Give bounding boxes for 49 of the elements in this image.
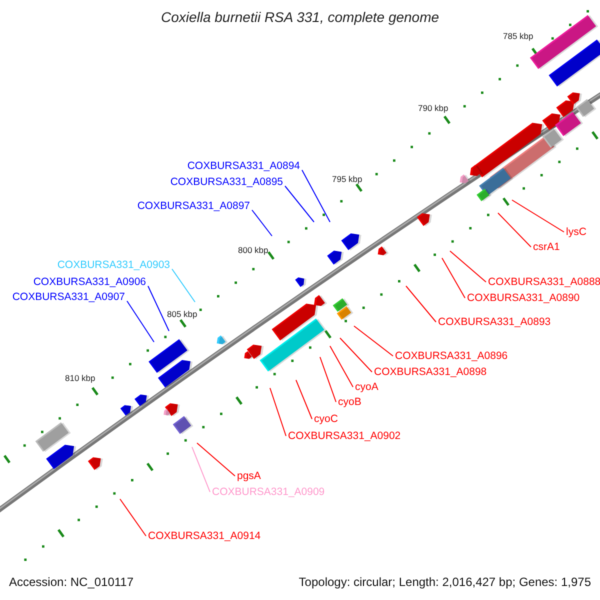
leader-line [512, 200, 564, 232]
scale-label: 810 kbp [65, 372, 96, 384]
leader-line [270, 388, 286, 436]
gene-label: lysC [566, 226, 586, 238]
leader-line [120, 498, 146, 536]
leader-line [302, 170, 330, 222]
leader-line [498, 212, 532, 248]
gene-label: COXBURSA331_A0898 [374, 366, 487, 378]
gene-label: COXBURSA331_A0893 [438, 316, 551, 328]
gene-label: COXBURSA331_A0895 [170, 176, 283, 188]
scale-label: 800 kbp [238, 244, 268, 256]
gene-label: COXBURSA331_A0906 [33, 276, 146, 288]
gene-label: COXBURSA331_A0907 [12, 291, 125, 303]
leader-line [320, 356, 336, 402]
map-title: Coxiella burnetii RSA 331, complete genome [160, 9, 440, 26]
leader-line [126, 300, 154, 342]
scale-label: 805 kbp [167, 308, 198, 320]
scale-label: 795 kbp [332, 173, 362, 185]
leader-line [252, 210, 272, 236]
footer-text: Accession: NC_010117 [9, 575, 134, 589]
leader-line [196, 442, 236, 476]
leader-line [442, 258, 466, 298]
leader-line [330, 346, 354, 388]
leader-line [340, 338, 372, 372]
gene-label: pgsA [237, 470, 261, 482]
gene-label: csrA1 [533, 241, 560, 253]
footer-text: Topology: circular; Length: 2,016,427 bp; Genes: 1,975 [298, 575, 591, 589]
gene-label: COXBURSA331_A0896 [395, 350, 508, 362]
scale-label: 790 kbp [418, 102, 448, 114]
leader-line [192, 446, 210, 492]
gene-label: COXBURSA331_A0902 [288, 430, 401, 442]
leader-line [172, 268, 196, 302]
gene-label: cyoB [338, 396, 362, 408]
gene-label: COXBURSA331_A0914 [148, 530, 261, 542]
gene-label: COXBURSA331_A0894 [187, 160, 300, 172]
gene-label: cyoC [314, 413, 338, 425]
gene-label: COXBURSA331_A0903 [57, 259, 170, 271]
leader-line [148, 286, 170, 332]
leader-line [450, 250, 486, 282]
gene-label: COXBURSA331_A0897 [137, 200, 250, 212]
leader-line [296, 380, 312, 420]
gene-label: COXBURSA331_A0890 [467, 292, 580, 304]
scale-label: 785 kbp [503, 30, 534, 42]
gene-label: COXBURSA331_A0888 [488, 276, 600, 288]
leader-line [406, 286, 436, 322]
leader-line [354, 326, 394, 356]
leader-line [284, 186, 314, 222]
gene-label: cyoA [355, 381, 378, 393]
gene-label: COXBURSA331_A0909 [212, 486, 325, 498]
